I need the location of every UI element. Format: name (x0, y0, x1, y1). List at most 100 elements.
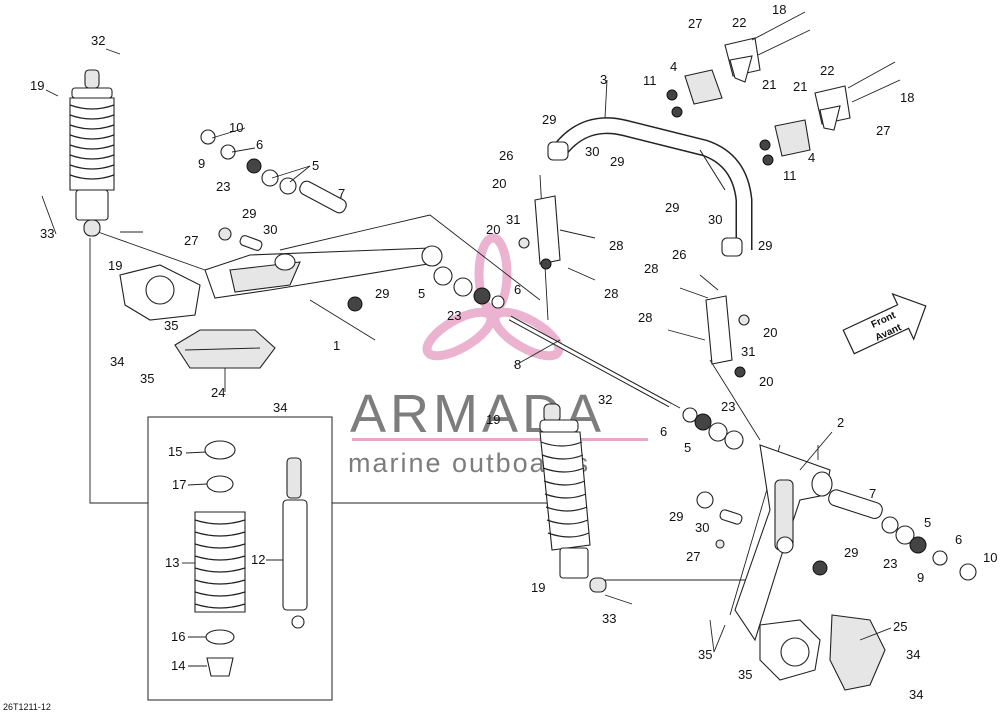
left-shock-absorber (69, 69, 115, 237)
callout-label: 5 (684, 440, 691, 455)
callout-label: 26 (499, 148, 513, 163)
callout-label: 3 (600, 72, 607, 87)
callout-label: 11 (643, 73, 657, 88)
left-knuckle (119, 264, 201, 321)
callout-label: 21 (793, 79, 807, 94)
callout-label: 24 (211, 385, 225, 400)
callout-label: 6 (955, 532, 962, 547)
callout-label: 17 (172, 477, 186, 492)
callout-label: 27 (686, 549, 700, 564)
callout-label: 29 (844, 545, 858, 560)
stabilizer-links (518, 195, 750, 378)
callout-label: 28 (638, 310, 652, 325)
callout-label: 4 (808, 150, 815, 165)
right-skid-plate (829, 614, 886, 691)
callout-label: 5 (312, 158, 319, 173)
callout-label: 35 (140, 371, 154, 386)
callout-label: 23 (721, 399, 735, 414)
callout-label: 34 (909, 687, 923, 702)
callout-label: 18 (900, 90, 914, 105)
callout-label: 2 (837, 415, 844, 430)
callout-label: 30 (263, 222, 277, 237)
front-direction-arrow (842, 292, 927, 355)
callout-label: 15 (168, 444, 182, 459)
callout-label: 8 (514, 357, 521, 372)
callout-label: 29 (669, 509, 683, 524)
callout-label: 34 (906, 647, 920, 662)
callout-label: 25 (893, 619, 907, 634)
callout-label: 27 (688, 16, 702, 31)
callout-label: 29 (758, 238, 772, 253)
callout-label: 19 (30, 78, 44, 93)
stabilizer-bar (547, 117, 753, 257)
shock-breakdown-inset (147, 416, 333, 701)
callout-leaders (41, 48, 892, 667)
callout-label: 13 (165, 555, 179, 570)
callout-labels: 32 19 33 19 10 6 9 5 23 7 29 27 30 29 1 … (30, 2, 997, 702)
callout-label: 6 (660, 424, 667, 439)
upper-a-arm-left (204, 245, 443, 299)
propeller-logo-icon (422, 233, 564, 361)
callout-label: 16 (171, 629, 185, 644)
right-knuckle (759, 619, 821, 681)
callout-label: 20 (492, 176, 506, 191)
left-skid-plate (174, 329, 276, 369)
right-shock-absorber (539, 403, 633, 605)
callout-label: 27 (184, 233, 198, 248)
callout-label: 28 (644, 261, 658, 276)
lower-a-arm-right (696, 444, 977, 642)
callout-label: 11 (783, 168, 797, 183)
callout-label: 23 (447, 308, 461, 323)
callout-label: 7 (869, 486, 876, 501)
callout-label: 29 (665, 200, 679, 215)
callout-label: 35 (698, 647, 712, 662)
callout-label: 32 (598, 392, 612, 407)
callout-label: 9 (917, 570, 924, 585)
callout-label: 35 (738, 667, 752, 682)
callout-label: 10 (983, 550, 997, 565)
callout-label: 30 (708, 212, 722, 227)
callout-label: 35 (164, 318, 178, 333)
callout-label: 23 (216, 179, 230, 194)
callout-label: 5 (418, 286, 425, 301)
inset-parts (194, 440, 308, 677)
armada-logo (422, 233, 564, 361)
callout-label: 6 (256, 137, 263, 152)
callout-label: 29 (242, 206, 256, 221)
callout-label: 20 (763, 325, 777, 340)
callout-label: 12 (251, 552, 265, 567)
callout-label: 22 (820, 63, 834, 78)
callout-label: 34 (110, 354, 124, 369)
cross-shaft (433, 266, 744, 450)
callout-label: 31 (506, 212, 520, 227)
callout-label: 18 (772, 2, 786, 17)
callout-label: 31 (741, 344, 755, 359)
stabilizer-clamps (666, 11, 901, 166)
callout-label: 33 (40, 226, 54, 241)
callout-label: 29 (610, 154, 624, 169)
callout-label: 10 (229, 120, 243, 135)
callout-label: 34 (273, 400, 287, 415)
callout-label: 5 (924, 515, 931, 530)
callout-label: 19 (531, 580, 545, 595)
callout-label: 33 (602, 611, 616, 626)
callout-label: 20 (486, 222, 500, 237)
callout-label: 19 (486, 412, 500, 427)
callout-label: 19 (108, 258, 122, 273)
callout-label: 20 (759, 374, 773, 389)
callout-label: 30 (585, 144, 599, 159)
callout-label: 7 (338, 186, 345, 201)
callout-label: 14 (171, 658, 185, 673)
callout-label: 23 (883, 556, 897, 571)
left-pivot-parts (200, 129, 363, 312)
callout-label: 6 (514, 282, 521, 297)
callout-label: 21 (762, 77, 776, 92)
callout-label: 26 (672, 247, 686, 262)
callout-label: 29 (542, 112, 556, 127)
callout-label: 4 (670, 59, 677, 74)
callout-label: 22 (732, 15, 746, 30)
watermark-underline (352, 438, 648, 441)
callout-label: 1 (333, 338, 340, 353)
callout-label: 27 (876, 123, 890, 138)
